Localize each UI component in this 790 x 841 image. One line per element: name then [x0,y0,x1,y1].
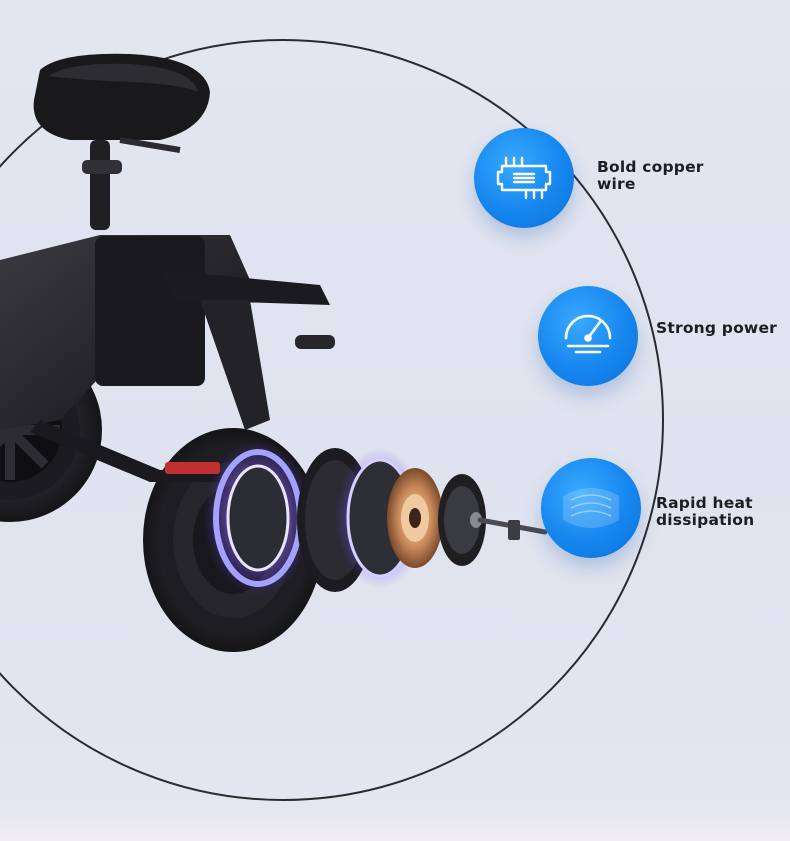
feature-label-copper-wire: Bold copper wire [597,158,704,193]
heat-dissipation-icon [541,458,641,558]
frame [0,235,335,482]
orbit-ring [0,39,664,801]
bottom-band [0,817,790,841]
seat [33,53,210,230]
copper-wire-icon [474,128,574,228]
feature-label-heat-dissipation: Rapid heat dissipation [656,494,755,529]
feature-label-strong-power: Strong power [656,319,778,337]
hub-motor [203,440,548,596]
speedometer-icon [538,286,638,386]
